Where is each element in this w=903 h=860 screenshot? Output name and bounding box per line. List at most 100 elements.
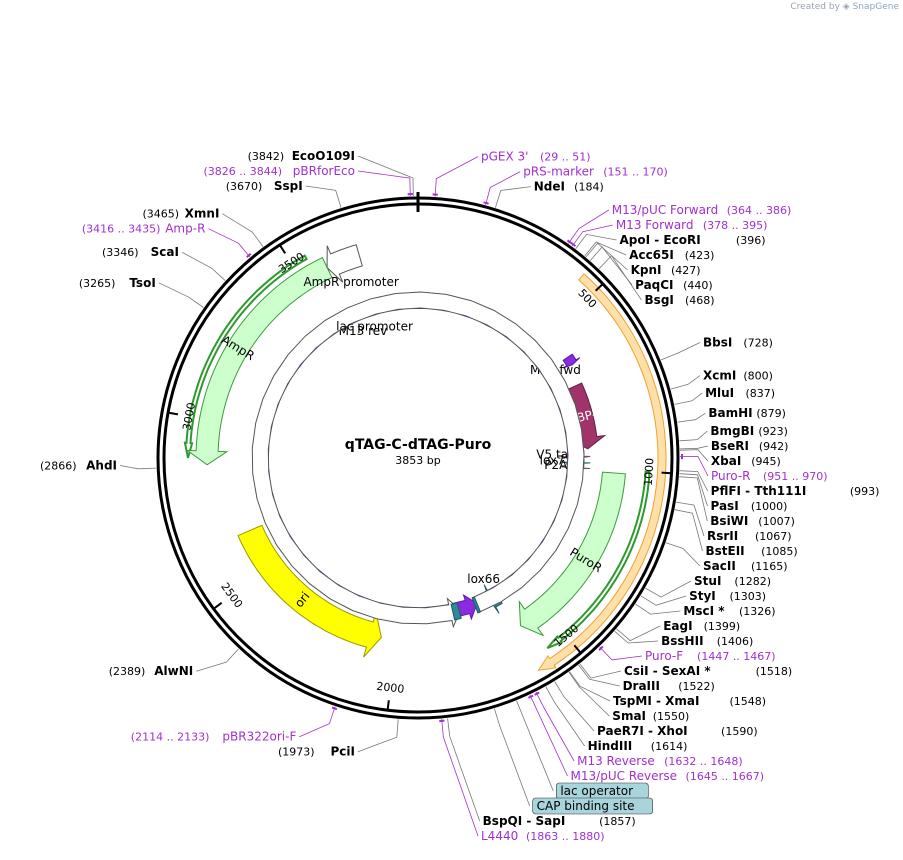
site-location: (923) (758, 425, 788, 438)
leader-line (665, 542, 701, 567)
site-draiii[interactable]: DraIII(1522) (623, 679, 715, 693)
primer-m13-reverse[interactable]: M13 Reverse(1632 .. 1648) (577, 754, 743, 768)
site-location: (423) (685, 249, 715, 262)
leader-line (357, 719, 399, 753)
primer-mark (534, 691, 540, 696)
site-name: pBRforEco (293, 164, 355, 178)
feature-ampr-inner (183, 254, 308, 459)
primer-m13-puc-forward[interactable]: M13/pUC Forward(364 .. 386) (612, 203, 792, 217)
site-location: (29 .. 51) (540, 151, 591, 164)
site-sacii[interactable]: SacII(1165) (703, 559, 788, 573)
leader-line (535, 691, 575, 762)
site-bsgi[interactable]: BsgI(468) (645, 293, 715, 307)
primer-puro-r[interactable]: Puro-R(951 .. 970) (711, 469, 828, 483)
site-name: XbaI (711, 454, 741, 468)
site-scai[interactable]: ScaI(3346) (102, 245, 179, 259)
site-bamhi[interactable]: BamHI(879) (708, 406, 786, 420)
site-location: (1303) (730, 590, 767, 603)
site-bsteii[interactable]: BstEII(1085) (705, 544, 797, 558)
site-eagi[interactable]: EagI(1399) (663, 619, 740, 633)
site-acc65i[interactable]: Acc65I(423) (629, 248, 714, 262)
site-name: XcmI (703, 369, 736, 383)
site-bseri[interactable]: BseRI(942) (711, 439, 789, 453)
primer-l4440[interactable]: L4440(1863 .. 1880) (481, 829, 605, 843)
tick-label: 1000 (642, 458, 657, 487)
site-stui[interactable]: StuI(1282) (694, 574, 771, 588)
site-location: (1518) (756, 665, 793, 678)
site-name: Puro-R (711, 469, 751, 483)
site-name: TspMI - XmaI (613, 694, 699, 708)
site-xbai[interactable]: XbaI(945) (711, 454, 781, 468)
site-name: BspQI - SapI (483, 814, 566, 828)
primer-pbrforeco[interactable]: pBRforEco(3826 .. 3844) (203, 164, 355, 178)
primer-puro-f[interactable]: Puro-F(1447 .. 1467) (645, 649, 776, 663)
site-alwni[interactable]: AlwNI(2389) (109, 664, 194, 678)
site-paer7i-xhoi[interactable]: PaeR7I - XhoI(1590) (597, 724, 758, 738)
site-location: (378 .. 395) (703, 219, 768, 232)
site-name: BmgBI (710, 424, 754, 438)
site-ecoo109i[interactable]: EcoO109I(3842) (248, 149, 355, 163)
site-styi[interactable]: StyI(1303) (689, 589, 766, 603)
site-bbsi[interactable]: BbsI(728) (703, 335, 773, 349)
site-pcii[interactable]: PciI(1973) (278, 745, 355, 759)
primer-prs-marker[interactable]: pRS-marker(151 .. 170) (523, 165, 668, 179)
site-location: (184) (574, 181, 604, 194)
leader-line (222, 213, 264, 247)
primer-m13-puc-reverse[interactable]: M13/pUC Reverse(1645 .. 1667) (571, 769, 765, 783)
leader-line (645, 580, 692, 598)
feature-box-lac-operator[interactable]: lac operator (556, 782, 649, 800)
site-location: (1000) (751, 500, 788, 513)
primer-pbr322ori-f[interactable]: pBR322ori-F(2114 .. 2133) (131, 730, 297, 744)
site-paqci[interactable]: PaqCI(440) (635, 278, 713, 292)
site-tspmi-xmai[interactable]: TspMI - XmaI (1548) (613, 694, 766, 708)
site-name: M13/pUC Forward (612, 203, 719, 217)
site-apoi-ecori[interactable]: ApoI - EcoRI(396) (620, 233, 766, 247)
site-ndei[interactable]: NdeI(184) (534, 180, 604, 194)
tick-mark (594, 283, 604, 292)
site-name: PciI (331, 745, 356, 759)
plasmid-backbone (156, 192, 680, 720)
site-ahdi[interactable]: AhdI(2866) (40, 459, 117, 473)
feature-label-p2a: P2A (544, 458, 568, 472)
site-name: StuI (694, 574, 721, 588)
primer-pgex-3[interactable]: pGEX 3'(29 .. 51) (481, 150, 591, 164)
snapgene-credit: Created by ◈ SnapGene (790, 2, 899, 12)
site-bmgbi[interactable]: BmgBI (923) (710, 424, 788, 438)
leader-line (679, 476, 708, 522)
site-smai[interactable]: SmaI(1550) (612, 709, 689, 723)
site-mlui[interactable]: MluI(837) (705, 386, 775, 400)
site-pasi[interactable]: PasI(1000) (710, 499, 787, 513)
site-location: (3416 .. 3435) (82, 223, 161, 236)
site-location: (728) (743, 336, 773, 349)
site-bspqi-sapi[interactable]: BspQI - SapI(1857) (483, 814, 636, 828)
feature-label-lacprom: lac promoter (336, 320, 413, 334)
primer-amp-r[interactable]: Amp-R(3416 .. 3435) (82, 222, 206, 236)
leader-line (434, 156, 479, 197)
site-xcmi[interactable]: XcmI(800) (703, 369, 773, 383)
site-bsshii[interactable]: BssHII(1406) (661, 634, 753, 648)
leader-line (441, 718, 479, 837)
feature-box-cap-binding-site[interactable]: CAP binding site (532, 797, 653, 815)
site-location: (879) (756, 407, 786, 420)
site-kpni[interactable]: KpnI(427) (631, 263, 701, 277)
site-hindiii[interactable]: HindIII(1614) (588, 739, 688, 753)
site-csii-sexai[interactable]: CsiI - SexAI *(1518) (624, 664, 792, 678)
site-msci[interactable]: MscI *(1326) (683, 604, 775, 618)
site-bsiwi[interactable]: BsiWI(1007) (710, 514, 795, 528)
site-location: (151 .. 170) (603, 166, 668, 179)
site-rsrii[interactable]: RsrII(1067) (707, 529, 792, 543)
feature-label-lox71: lox71 (540, 453, 573, 467)
site-location: (3842) (248, 150, 285, 163)
site-location: (1085) (761, 545, 798, 558)
site-tsoi[interactable]: TsoI(3265) (79, 276, 156, 290)
feature-ampr (185, 256, 333, 466)
site-pflfi-tth111i[interactable]: PflFI - Tth111I(993) (711, 484, 880, 498)
site-xmni[interactable]: XmnI(3465) (142, 207, 219, 221)
tick-mark (573, 644, 582, 654)
site-location: (1548) (729, 695, 766, 708)
primer-m13-forward[interactable]: M13 Forward(378 .. 395) (616, 218, 768, 232)
site-sspi[interactable]: SspI(3670) (226, 179, 303, 193)
site-name: PaeR7I - XhoI (597, 724, 688, 738)
